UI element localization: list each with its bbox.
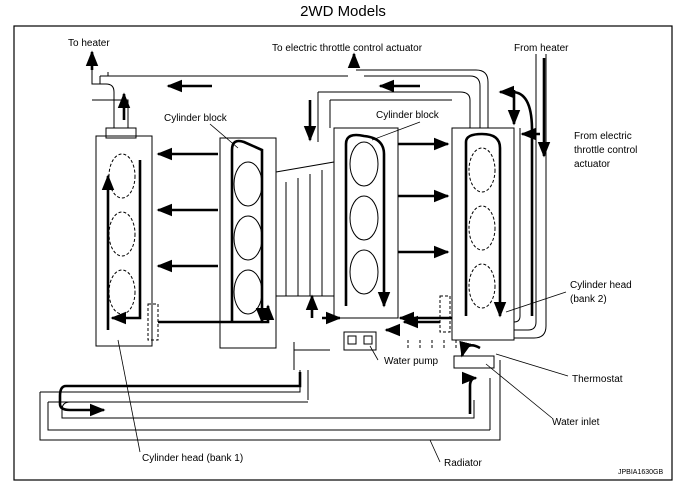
- label-radiator: Radiator: [444, 458, 482, 469]
- label-cylinder-head-bank2-line-2: (bank 2): [570, 294, 607, 305]
- label-cylinder-block-right: Cylinder block: [376, 110, 440, 121]
- coolant-flow-arrows: [58, 50, 551, 417]
- diagram-title: 2WD Models: [300, 3, 386, 20]
- engine-parts: [95, 127, 515, 369]
- label-from-throttle-line-1: From electric: [574, 131, 632, 142]
- leader-lines: [117, 121, 569, 463]
- cylinder-block-right: [333, 127, 399, 319]
- diagram-frame: [13, 25, 673, 481]
- label-from-throttle-line-3: actuator: [574, 159, 611, 170]
- label-from-throttle-line-2: throttle control: [574, 145, 637, 156]
- coolant-pipes: [39, 54, 547, 441]
- label-to-throttle-actuator: To electric throttle control actuator: [272, 43, 423, 54]
- label-water-inlet: Water inlet: [552, 417, 600, 428]
- label-cylinder-head-bank1: Cylinder head (bank 1): [142, 453, 243, 464]
- valley-fins: [285, 170, 323, 296]
- valley: [275, 161, 335, 297]
- label-cylinder-head-bank2-line-1: Cylinder head: [570, 280, 632, 291]
- label-to-heater: To heater: [68, 38, 110, 49]
- label-thermostat: Thermostat: [572, 374, 623, 385]
- figure-code: JPBIA1630GB: [618, 469, 663, 476]
- label-water-pump: Water pump: [384, 356, 439, 367]
- label-cylinder-block-left: Cylinder block: [164, 113, 228, 124]
- thermostat-body: [453, 355, 495, 369]
- cylinder-head-bank-1: [95, 135, 153, 347]
- label-from-heater: From heater: [514, 43, 569, 54]
